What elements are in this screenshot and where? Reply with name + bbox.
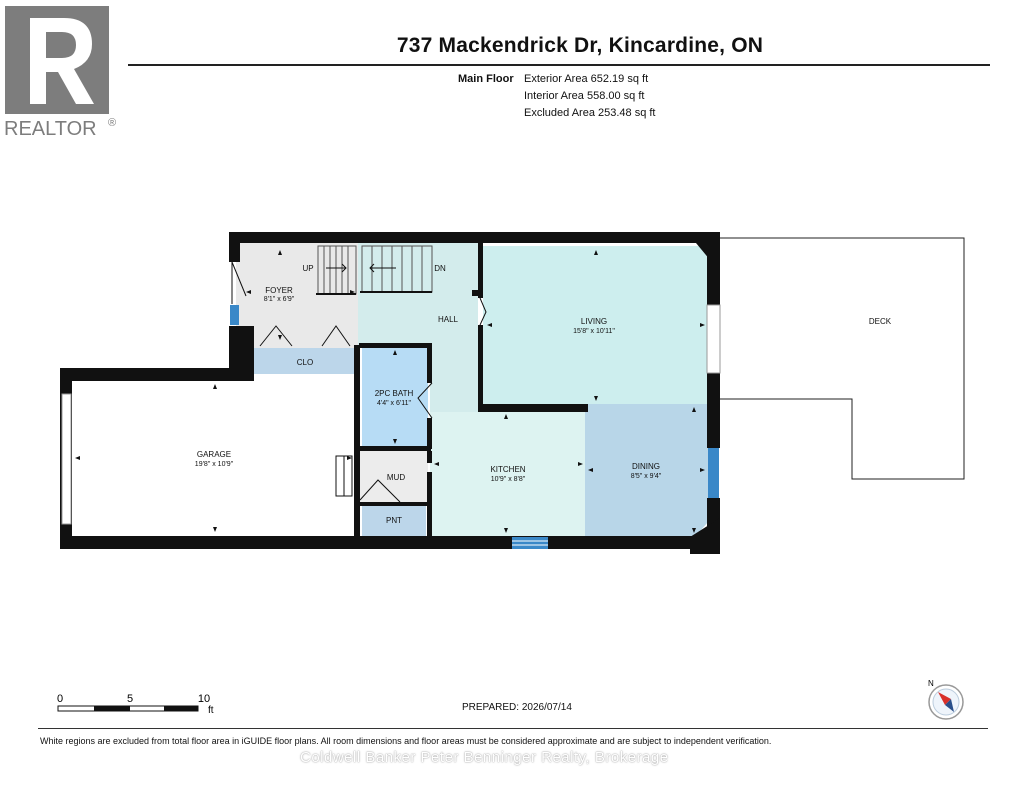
wall-corner-se [690,518,720,554]
dining-room [585,404,708,537]
front-door-swing [231,261,247,304]
realtor-logo: REALTOR ® [4,6,116,138]
logo-text: REALTOR [4,118,97,138]
interior-area: Interior Area 558.00 sq ft [524,90,645,102]
brokerage-watermark: Coldwell Banker Peter Benninger Realty, … [300,749,669,766]
compass-icon: N [928,679,964,720]
wall-foyer-left-lower [229,326,254,372]
foyer-window [230,305,239,325]
floor-label: Main Floor [458,73,514,85]
wall-post [472,290,478,296]
prepared-date: PREPARED: 2026/07/14 [462,702,572,713]
wall-bath-bottom [359,446,431,451]
closet-door-swing-right [321,325,351,347]
scale-unit: ft [208,705,214,716]
dimension-arrows [75,250,705,533]
closet-door-swing-left [259,325,293,347]
closet-label: CLO [297,358,313,367]
logo-registered: ® [108,117,116,129]
bath-door-swing [417,382,433,419]
closet-room [254,348,356,374]
stairs-down-label: DN [434,264,446,273]
excluded-area: Excluded Area 253.48 sq ft [524,107,656,119]
logo-r-glyph [30,18,94,104]
wall-bath-top [359,343,431,348]
living-dims: 15'8" x 10'11" [573,328,615,335]
living-label: LIVING [581,317,607,326]
living-door-slider [706,304,721,374]
scale-label-0: 0 [57,693,63,705]
wall-right-mid [707,373,720,448]
wall-garage-right [354,345,360,536]
disclaimer-text: White regions are excluded from total fl… [40,736,772,746]
wall-corner-ne [696,243,720,272]
dining-window [708,448,719,498]
garage-room [72,382,356,534]
stairs-up-arrow [326,263,347,273]
dining-dims: 8'5" x 9'4" [631,473,662,480]
deck-label: DECK [869,317,892,326]
foyer-dims: 8'1" x 6'9" [264,296,295,303]
stairs [316,245,433,295]
wall-garage-top [60,368,254,381]
wall-mud-right-upper [427,451,432,463]
scale-label-5: 5 [127,693,133,705]
dining-label: DINING [632,462,660,471]
wall-bottom [60,536,720,549]
door-swings [231,261,487,503]
bath-room [362,347,428,447]
garage-label: GARAGE [197,450,231,459]
garage-door [61,393,72,525]
scale-segment [94,706,130,711]
wall-hall-right-upper [478,243,483,298]
wall-hall-right-lower [478,325,483,412]
foyer-label: FOYER [265,286,293,295]
living-room [483,246,712,409]
wall-bath-right-upper [427,343,432,383]
title-divider [128,64,990,66]
scale-label-10: 10 [198,693,210,705]
compass-needle-south [945,699,954,712]
mud-label: MUD [387,473,405,482]
kitchen-room [430,412,585,537]
wall-bath-right-lower [427,418,432,449]
hall-label: HALL [438,315,459,324]
hall-door-swing [479,297,487,326]
wall-kitchen-top [478,404,588,412]
garage-dims: 19'8" x 10'9" [195,461,234,468]
pantry-label: PNT [386,516,402,525]
exterior-area: Exterior Area 652.19 sq ft [524,73,649,85]
pantry-room [362,506,426,536]
kitchen-window [512,537,548,549]
page-title: 737 Mackendrick Dr, Kincardine, ON [396,34,764,57]
deck-outline [720,237,965,480]
bath-label: 2PC BATH [375,389,414,398]
compass-north-label: N [928,679,934,688]
wall-foyer-left-upper [229,232,240,262]
kitchen-label: KITCHEN [490,465,525,474]
bath-dims: 4'4" x 6'11" [377,400,411,407]
wall-pantry-top [359,502,431,506]
kitchen-dims: 10'9" x 8'8" [491,476,526,483]
wall-top [229,232,720,243]
scale-bar: 0 5 10 ft [57,693,214,716]
footer-divider [38,728,988,729]
stairs-up-label: UP [302,264,313,273]
scale-segment [164,706,198,711]
mud-door-swing [359,479,401,503]
stairs-down-arrow [369,263,396,273]
compass-needle-north [938,692,951,705]
hall-room [358,242,478,412]
